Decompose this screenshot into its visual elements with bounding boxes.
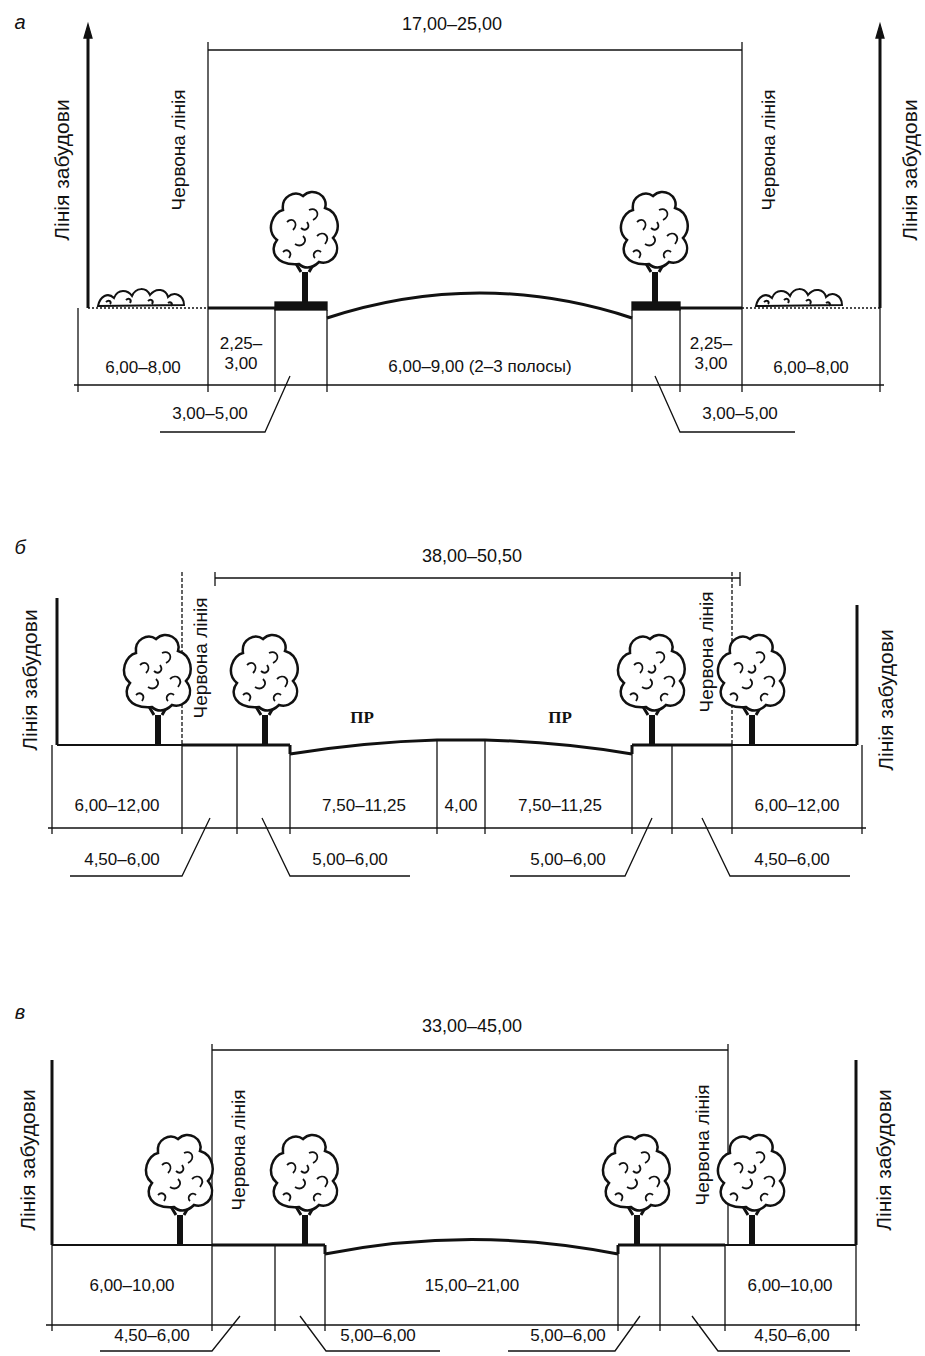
panel-letter: б bbox=[14, 536, 25, 559]
dimension: 2,25– 3,00 bbox=[687, 334, 735, 373]
dimension: 6,00–10,00 bbox=[747, 1276, 832, 1296]
dimension: 7,50–11,25 bbox=[322, 796, 406, 816]
building-line-label: Лінія забудови bbox=[50, 99, 74, 240]
dimension: 7,50–11,25 bbox=[518, 796, 602, 816]
dimension: 6,00–12,00 bbox=[74, 796, 159, 816]
building-line-label: Лінія забудови bbox=[898, 99, 922, 240]
dimension-callout: 5,00–6,00 bbox=[530, 850, 606, 870]
dimension: 2,25– 3,00 bbox=[217, 334, 265, 373]
dimension: 6,00–8,00 bbox=[773, 358, 849, 378]
dimension: 6,00–10,00 bbox=[89, 1276, 174, 1296]
red-line-label: Червона лінія bbox=[167, 90, 189, 211]
dimension-callout: 3,00–5,00 bbox=[172, 404, 248, 424]
dimension: 4,00 bbox=[444, 796, 477, 816]
dimension-callout: 5,00–6,00 bbox=[530, 1326, 606, 1346]
dimension-callout: 5,00–6,00 bbox=[312, 850, 388, 870]
panel-letter: в bbox=[15, 1001, 25, 1024]
building-line-label: Лінія забудови bbox=[872, 1089, 896, 1230]
dimension-callout: 4,50–6,00 bbox=[114, 1326, 190, 1346]
dimension: 38,00–50,50 bbox=[422, 546, 522, 567]
red-line-label: Червона лінія bbox=[691, 1085, 713, 1206]
dimension-callout: 4,50–6,00 bbox=[84, 850, 160, 870]
dimension-callout: 5,00–6,00 bbox=[340, 1326, 416, 1346]
dimension: 15,00–21,00 bbox=[425, 1276, 520, 1296]
building-line-label: Лінія забудови bbox=[16, 1089, 40, 1230]
building-line-label: Лінія забудови bbox=[874, 629, 898, 770]
lane-mark: ПР bbox=[548, 708, 572, 728]
red-line-label: Червона лінія bbox=[757, 90, 779, 211]
dimension-callout: 4,50–6,00 bbox=[754, 850, 830, 870]
dimension: 6,00–9,00 (2–3 полосы) bbox=[388, 357, 571, 377]
panel-letter: а bbox=[14, 11, 25, 34]
dimension-callout: 4,50–6,00 bbox=[754, 1326, 830, 1346]
dimension: 6,00–12,00 bbox=[754, 796, 839, 816]
dimension: 33,00–45,00 bbox=[422, 1016, 522, 1037]
red-line-label: Червона лінія bbox=[227, 1090, 249, 1211]
dimension-callout: 3,00–5,00 bbox=[702, 404, 778, 424]
dimension: 6,00–8,00 bbox=[105, 358, 181, 378]
red-line-label: Червона лінія bbox=[189, 598, 211, 719]
lane-mark: ПР bbox=[350, 708, 374, 728]
dimension: 17,00–25,00 bbox=[402, 14, 502, 35]
red-line-label: Червона лінія bbox=[695, 592, 717, 713]
building-line-label: Лінія забудови bbox=[18, 609, 42, 750]
